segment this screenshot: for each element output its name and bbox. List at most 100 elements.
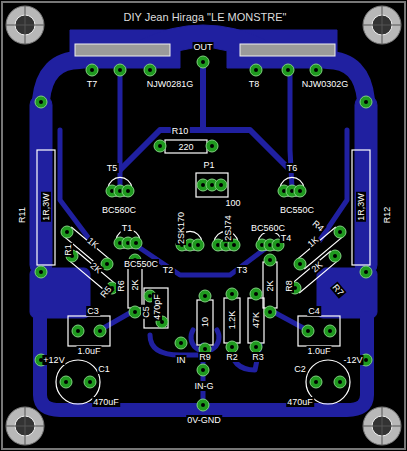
solder-pad (268, 243, 272, 247)
solder-pad (98, 329, 102, 333)
solder-pad (334, 376, 346, 388)
silkscreen-label: R12 (382, 206, 392, 225)
silkscreen-label: T1 (121, 223, 134, 233)
solder-pad (219, 183, 223, 187)
silkscreen-label: 220 (177, 142, 194, 152)
silkscreen-label: 470pF (152, 293, 162, 321)
solder-pad (254, 345, 258, 349)
solder-pad (298, 262, 302, 266)
solder-pad (94, 325, 106, 337)
solder-pad (328, 329, 332, 333)
solder-pad (197, 364, 209, 376)
silkscreen-label: R10 (171, 126, 190, 136)
silkscreen-label: 47K (251, 311, 261, 329)
solder-pad (35, 96, 47, 108)
solder-pad (72, 325, 84, 337)
solder-pad (197, 56, 209, 68)
silkscreen-label: 1R,3W (356, 192, 366, 222)
solder-pad (203, 347, 207, 351)
solder-pad (65, 230, 69, 234)
solder-pad (286, 68, 290, 72)
solder-pad (154, 140, 166, 152)
solder-pad (118, 189, 122, 193)
silkscreen-label: BC560C (101, 205, 137, 215)
solder-pad (314, 380, 318, 384)
solder-pad (188, 243, 192, 247)
solder-pad (360, 96, 372, 108)
silkscreen-label: R8 (284, 279, 294, 293)
solder-pad (201, 60, 205, 64)
solder-pad (334, 226, 346, 238)
silkscreen-label: T6 (286, 163, 299, 173)
silkscreen-label: C2 (293, 364, 307, 374)
solder-pad (114, 64, 126, 76)
silkscreen-label: BC560C (250, 223, 286, 233)
solder-pad (84, 376, 96, 388)
solder-pad (199, 290, 211, 302)
silkscreen-label: T2 (162, 265, 175, 275)
mount-hole (363, 6, 401, 44)
silkscreen-label: T7 (86, 79, 99, 89)
solder-pad (306, 329, 310, 333)
mount-hole (6, 6, 44, 44)
solder-pad (158, 144, 162, 148)
solder-pad (197, 399, 209, 411)
solder-pad (118, 68, 122, 72)
silkscreen-label: 1R,3W (41, 192, 51, 222)
solder-pad (175, 337, 187, 349)
solder-pad (230, 292, 234, 296)
solder-pad (298, 189, 302, 193)
solder-pad (224, 243, 228, 247)
solder-pad (232, 243, 236, 247)
solder-pad (61, 226, 73, 238)
solder-pad (268, 310, 272, 314)
silkscreen-label: R1 (63, 243, 73, 257)
solder-pad (333, 254, 337, 258)
solder-pad (201, 403, 205, 407)
solder-pad (144, 64, 156, 76)
silkscreen-label: 2SJ74 (223, 214, 233, 242)
solder-pad (105, 262, 109, 266)
solder-pad (126, 189, 130, 193)
silkscreen-label: R3 (251, 352, 265, 362)
silkscreen-label: R11 (17, 206, 27, 224)
silkscreen-label: 2K (265, 279, 275, 292)
solder-pad (60, 376, 72, 388)
silkscreen-label: +12V (42, 355, 65, 365)
solder-pad (64, 380, 68, 384)
solder-pad (294, 258, 306, 270)
silkscreen-label: C3 (86, 306, 100, 316)
board-title: DIY Jean Hiraga "LE MONSTRE" (123, 12, 288, 22)
solder-pad (364, 358, 368, 362)
solder-pad (90, 68, 94, 72)
solder-pad (360, 266, 372, 278)
silkscreen-label: 1.2K (227, 310, 237, 331)
solder-pad (260, 243, 264, 247)
silkscreen-label: 2K (130, 278, 140, 291)
silkscreen-label: 2SK170 (176, 211, 186, 245)
silkscreen-label: BC550C (123, 259, 159, 269)
solder-pad (210, 183, 214, 187)
silkscreen-label: NJW0281G (146, 79, 195, 89)
solder-pad (302, 325, 314, 337)
silkscreen-label: 1.0uF (76, 346, 101, 356)
silkscreen-label: 10 (200, 316, 210, 328)
silkscreen-label: R9 (198, 352, 212, 362)
silkscreen-label: 470uF (286, 397, 314, 407)
solder-pad (39, 270, 43, 274)
solder-pad (210, 144, 214, 148)
silkscreen-label: OUT (193, 42, 214, 52)
solder-pad (192, 239, 204, 251)
silkscreen-label: T3 (236, 265, 249, 275)
silkscreen-label: T5 (106, 163, 119, 173)
solder-pad (250, 288, 262, 300)
solder-pad (268, 258, 272, 262)
solder-pad (134, 241, 138, 245)
silkscreen-label: R2 (225, 352, 239, 362)
mount-hole (363, 6, 401, 44)
solder-pad (110, 189, 114, 193)
silkscreen-label: R6 (116, 279, 126, 293)
silkscreen-label: T4 (280, 233, 293, 243)
solder-pad (122, 185, 134, 197)
